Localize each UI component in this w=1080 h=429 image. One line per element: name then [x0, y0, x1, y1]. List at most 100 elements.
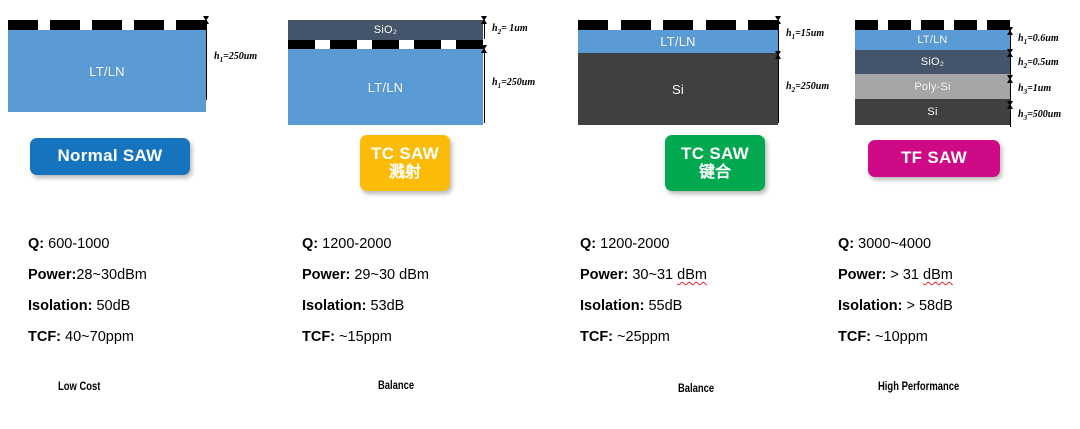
electrode-bar: [663, 20, 693, 30]
spec-key: Power:: [302, 267, 351, 283]
layer-label: LT/LN: [89, 63, 125, 79]
dimension-label: h3=1um: [1018, 83, 1052, 96]
electrode-bar: [8, 20, 38, 30]
spec-value: 29~30 dBm: [350, 267, 429, 283]
dimension-label: h1=250um: [492, 77, 536, 90]
spec-tcf: TCF: ~10ppm: [838, 329, 1080, 345]
electrode-bar: [50, 20, 80, 30]
badge-tc-saw-sputter[interactable]: TC SAW 溅射: [360, 135, 450, 191]
spec-value: 55dB: [644, 298, 683, 314]
layer-label: SiO₂: [920, 56, 945, 68]
layer-label: Si: [672, 81, 684, 97]
electrode-bar: [855, 20, 879, 30]
badge-tc-saw-bond[interactable]: TC SAW 键合: [665, 135, 765, 191]
stack-diagram-tc-saw-bond: LT/LN Si h1=15um: [540, 8, 829, 128]
spec-q: Q: 600-1000: [28, 236, 270, 252]
spec-value: > 31: [886, 267, 924, 283]
stack-diagram-normal-saw: LT/LN h1=250um: [0, 8, 270, 128]
electrode-bar: [371, 40, 400, 49]
idt-electrodes: [8, 20, 206, 30]
specs-normal-saw: Q: 600-1000 Power:28~30dBm Isolation: 50…: [0, 236, 270, 360]
spec-value: > 58dB: [902, 298, 953, 314]
layer-label: SiO₂: [373, 24, 398, 36]
footer-label: Balance: [378, 380, 415, 392]
spec-key: Isolation:: [838, 298, 903, 314]
spec-value: 1200-2000: [596, 236, 670, 252]
spec-key: TCF:: [302, 329, 336, 345]
spec-key: Power:: [838, 267, 887, 283]
layer-ltln: LT/LN: [855, 30, 1010, 50]
spec-isolation: Isolation: > 58dB: [838, 298, 1080, 314]
spec-q: Q: 1200-2000: [580, 236, 810, 252]
dimension-label: h2=250um: [786, 81, 830, 94]
spec-value: ~15ppm: [335, 329, 392, 345]
electrode-bar: [705, 20, 736, 30]
electrode-bar: [413, 40, 442, 49]
spec-key: Q:: [580, 236, 597, 252]
electrode-bar: [288, 40, 316, 49]
panel-tc-saw-sputter: SiO₂ LT/LN: [270, 0, 540, 429]
footer-label: High Performance: [878, 381, 960, 393]
layer-sio2: SiO₂: [288, 20, 483, 40]
badge-normal-saw[interactable]: Normal SAW: [30, 138, 190, 175]
spec-power: Power:28~30dBm: [28, 267, 270, 283]
spec-value-flagged: dBm: [677, 267, 707, 283]
layer-ltln: LT/LN: [288, 49, 483, 125]
panel-normal-saw: LT/LN h1=250um Normal SAW Q: 60: [0, 0, 270, 429]
idt-electrodes: [578, 20, 778, 30]
layer-ltln: LT/LN: [8, 30, 206, 112]
footer-label: Low Cost: [58, 381, 101, 393]
dimension-label: h1=250um: [214, 51, 258, 64]
spec-power: Power: 29~30 dBm: [302, 267, 540, 283]
dimension-label: h2= 1um: [492, 23, 528, 36]
stack-diagram-tf-saw: LT/LN SiO₂ Poly-Si Si: [810, 8, 1080, 128]
layer-si: Si: [578, 53, 778, 125]
spec-isolation: Isolation: 55dB: [580, 298, 810, 314]
electrode-bar: [176, 20, 206, 30]
electrode-bar: [620, 20, 651, 30]
dimension-label: h3=500um: [1018, 109, 1062, 122]
specs-tc-saw-sputter: Q: 1200-2000 Power: 29~30 dBm Isolation:…: [270, 236, 540, 360]
spec-tcf: TCF: ~15ppm: [302, 329, 540, 345]
electrode-bar: [986, 20, 1010, 30]
electrode-bar: [578, 20, 608, 30]
electrode-bar: [748, 20, 778, 30]
badge-line1: TF SAW: [900, 148, 967, 168]
badge-line1: TC SAW: [681, 143, 749, 163]
stack-diagram-tc-saw-sputter: SiO₂ LT/LN: [270, 8, 540, 128]
layer-poly-si: Poly-Si: [855, 74, 1010, 99]
panel-tf-saw: LT/LN SiO₂ Poly-Si Si: [810, 0, 1080, 429]
spec-value: 40~70ppm: [61, 329, 134, 345]
layer-label: LT/LN: [660, 34, 696, 49]
spec-isolation: Isolation: 53dB: [302, 298, 540, 314]
spec-q: Q: 1200-2000: [302, 236, 540, 252]
layer-label: LT/LN: [917, 34, 948, 46]
spec-value: 30~31: [628, 267, 678, 283]
spec-q: Q: 3000~4000: [838, 236, 1080, 252]
spec-isolation: Isolation: 50dB: [28, 298, 270, 314]
specs-tc-saw-bond: Q: 1200-2000 Power: 30~31 dBm Isolation:…: [540, 236, 810, 360]
badge-tf-saw[interactable]: TF SAW: [868, 140, 1000, 177]
spec-value-flagged: dBm: [923, 267, 953, 283]
electrode-bar: [887, 20, 912, 30]
badge-line1: Normal SAW: [57, 146, 163, 166]
dimension-label: h1=0.6um: [1018, 33, 1059, 46]
layer-label: LT/LN: [367, 79, 404, 95]
electrode-bar: [329, 40, 358, 49]
electrode-bar: [920, 20, 945, 30]
badge-line2: 键合: [698, 163, 731, 181]
spec-value: 1200-2000: [318, 236, 392, 252]
idt-electrodes: [855, 20, 1010, 30]
idt-electrodes-embedded: [288, 40, 483, 49]
layer-label: Poly-Si: [914, 80, 951, 93]
layer-si: Si: [855, 99, 1010, 125]
spec-value: ~25ppm: [613, 329, 670, 345]
spec-power: Power: 30~31 dBm: [580, 267, 810, 283]
spec-key: Q:: [28, 236, 45, 252]
footer-label: Balance: [678, 383, 715, 395]
layer-ltln: LT/LN: [578, 30, 778, 53]
spec-key: Isolation:: [28, 298, 93, 314]
spec-key: Q:: [302, 236, 319, 252]
spec-key: Q:: [838, 236, 855, 252]
